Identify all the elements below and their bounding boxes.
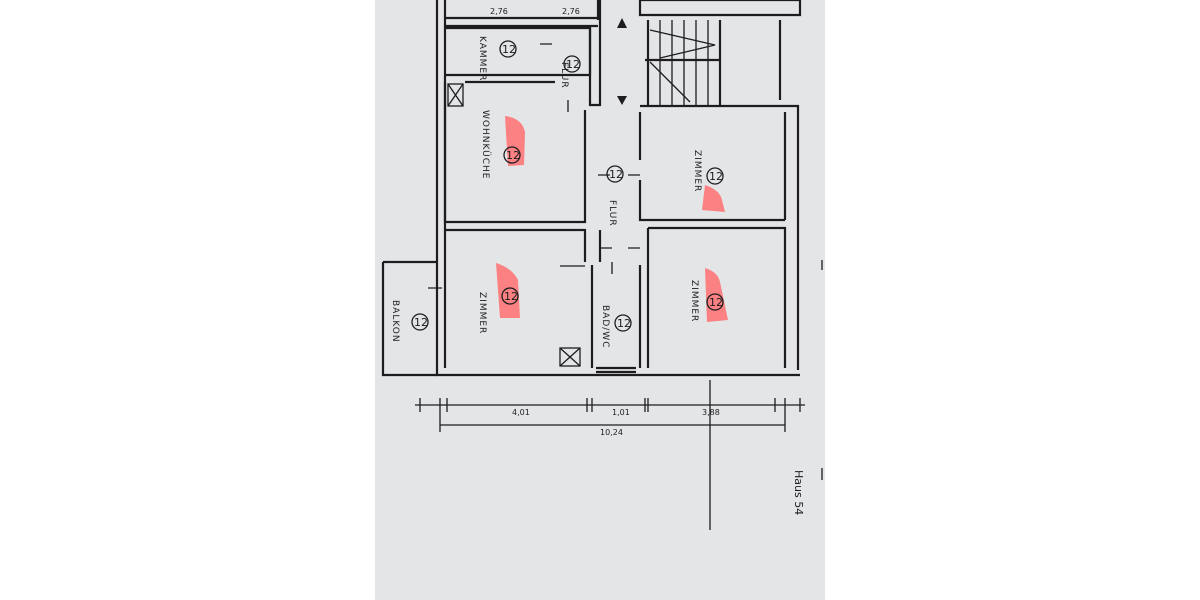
highlight-zimmer-left [496,263,520,318]
dim-segment-2: 1,01 [612,408,630,417]
room-label-kammer: KAMMER [477,36,487,81]
room-label-bad-wc: BAD/WC [600,305,610,348]
building-label: Haus 54 [792,470,805,515]
room-labels: KAMMER 12 FLUR 12 WOHNKÜCHE 12 12 FLUR Z… [390,36,724,348]
room-label-zimmer-left: ZIMMER [477,292,487,334]
room-label-flur-center: FLUR [607,200,617,227]
room-number-zimmer-right-upper: 12 [709,170,723,183]
room-label-zimmer-right-lower: ZIMMER [689,280,699,322]
room-number-flur-center: 12 [609,168,623,181]
dim-segment-1: 4,01 [512,408,530,417]
walls [381,0,802,377]
room-number-zimmer-left: 12 [504,290,518,303]
highlight-zimmer-right-upper [702,185,725,212]
room-number-balkon: 12 [414,316,428,329]
room-label-flur-upper: FLUR [559,62,569,89]
arrow-up-icon [617,18,627,28]
dimension-lines: 2,76 2,76 4,01 1,01 3,88 10,24 [415,7,805,437]
reference-line [709,260,823,530]
dim-top-2: 2,76 [562,7,580,16]
dim-top-1: 2,76 [490,7,508,16]
arrow-down-icon [617,96,627,105]
room-label-wohnkueche: WOHNKÜCHE [480,110,491,179]
dim-total: 10,24 [600,428,623,437]
dim-segment-3: 3,88 [702,408,720,417]
shafts [447,83,581,367]
room-number-wohnkueche: 12 [506,149,520,162]
room-label-balkon: BALKON [390,300,400,343]
door-marks [428,43,640,289]
room-label-zimmer-right-upper: ZIMMER [692,150,702,192]
room-number-kammer: 12 [502,43,516,56]
room-number-bad-wc: 12 [617,317,631,330]
room-number-flur-upper: 12 [566,58,580,71]
staircase [649,20,716,105]
room-number-zimmer-right-lower: 12 [709,296,723,309]
